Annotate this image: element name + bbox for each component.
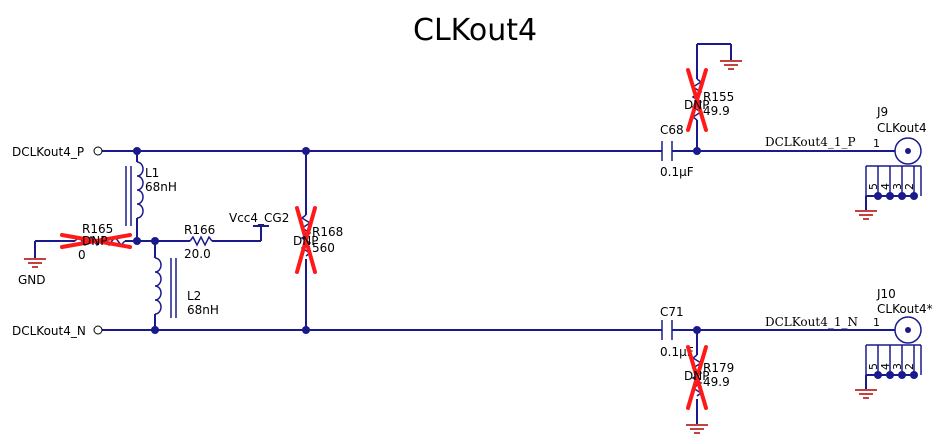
l1-value: 68nH	[145, 180, 177, 194]
capacitor-c68	[661, 141, 673, 161]
vcc-label: Vcc4_CG2	[229, 211, 289, 225]
ground-symbol	[855, 389, 877, 399]
gnd-label: GND	[18, 273, 46, 287]
c71-ref: C71	[660, 305, 684, 319]
r155-dnp: DNP	[684, 98, 709, 112]
j10-pin-label: 4	[879, 363, 892, 370]
r168-ref: R168	[312, 225, 343, 239]
j10-ref: J10	[876, 287, 896, 301]
net-label-n-out: DCLKout4_1_N	[765, 315, 858, 329]
inductor-l1	[125, 151, 144, 241]
resistor-r168	[295, 151, 317, 330]
port-p-terminal	[93, 146, 103, 156]
inductor-l2	[154, 241, 177, 330]
j9-pin-label: 2	[903, 183, 916, 190]
j10-value: CLKout4*	[877, 302, 933, 316]
j9-value: CLKout4	[877, 121, 927, 135]
r155-value: 49.9	[703, 104, 730, 118]
port-p-label: DCLKout4_P	[12, 145, 84, 159]
r166-value: 20.0	[184, 247, 211, 261]
r165-ref: R165	[82, 222, 113, 236]
l1-ref: L1	[145, 166, 159, 180]
j9-pin1-label: 1	[873, 137, 880, 150]
port-n-label: DCLKout4_N	[12, 324, 86, 338]
r165-value: 0	[78, 248, 86, 262]
resistor-r179	[686, 330, 708, 424]
connector-j9	[865, 137, 922, 210]
r166-ref: R166	[184, 223, 215, 237]
r179-ref: R179	[703, 361, 734, 375]
r168-dnp: DNP	[293, 234, 318, 248]
r168-value: 560	[312, 241, 335, 255]
j10-pin1-label: 1	[873, 316, 880, 329]
r179-dnp: DNP	[684, 369, 709, 383]
ground-symbol	[686, 424, 708, 434]
l2-ref: L2	[187, 289, 201, 303]
capacitor-c71	[661, 320, 673, 340]
j9-pin-label: 4	[879, 183, 892, 190]
ground-symbol	[720, 60, 742, 70]
c68-ref: C68	[660, 123, 684, 137]
ground-symbol	[855, 210, 877, 220]
net-label-p-out: DCLKout4_1_P	[765, 135, 856, 149]
connector-j10	[865, 316, 922, 389]
resistor-r166	[155, 225, 269, 247]
r179-value: 49.9	[703, 375, 730, 389]
j10-pin-label: 5	[867, 363, 880, 370]
resistor-r165	[35, 233, 137, 249]
ground-symbol	[24, 241, 46, 268]
r165-dnp: DNP	[82, 234, 107, 248]
j10-pin-label: 2	[903, 363, 916, 370]
r155-ref: R155	[703, 90, 734, 104]
j9-pin-label: 3	[891, 183, 904, 190]
resistor-r155	[686, 43, 732, 151]
j9-ref: J9	[876, 105, 888, 119]
schematic-title: CLKout4	[413, 13, 537, 48]
j10-pin-label: 3	[891, 363, 904, 370]
l2-value: 68nH	[187, 303, 219, 317]
port-n-terminal	[93, 325, 103, 335]
j9-pin-label: 5	[867, 183, 880, 190]
c68-value: 0.1µF	[660, 165, 694, 179]
c71-value: 0.1µF	[660, 345, 694, 359]
